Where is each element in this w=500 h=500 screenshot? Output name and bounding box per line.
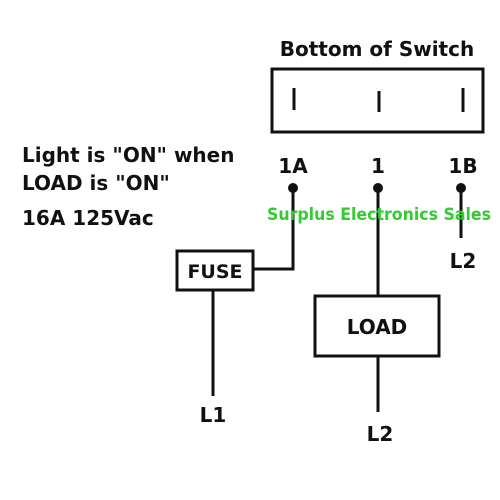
description-line-1: Light is "ON" when	[22, 143, 234, 167]
terminal-1-label: 1	[371, 154, 385, 178]
rating-label: 16A 125Vac	[22, 206, 154, 230]
description-line-2: LOAD is "ON"	[22, 171, 170, 195]
l2-load-label: L2	[367, 422, 394, 446]
load-box	[313, 294, 441, 358]
terminal-1b-label: 1B	[448, 154, 477, 178]
terminal-1a-label: 1A	[278, 154, 308, 178]
wire-1a-to-fuse	[253, 188, 295, 271]
switch-title: Bottom of Switch	[280, 37, 474, 61]
l2-1b-label: L2	[450, 249, 477, 273]
fuse-box	[175, 249, 255, 292]
l1-label: L1	[200, 403, 227, 427]
load-label: LOAD	[347, 315, 408, 339]
fuse-label: FUSE	[187, 261, 242, 283]
watermark-text: Surplus Electronics Sales	[267, 205, 491, 225]
